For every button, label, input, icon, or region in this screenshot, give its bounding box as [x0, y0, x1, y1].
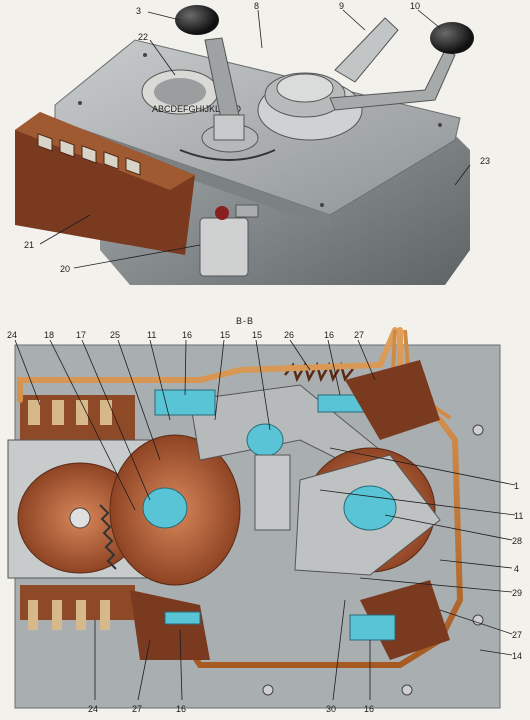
callout-21: 21 — [24, 240, 34, 250]
callout-24-b: 24 — [88, 704, 98, 714]
callout-10: 10 — [410, 1, 420, 11]
callout-8: 8 — [254, 1, 259, 11]
callout-3: 3 — [136, 6, 141, 16]
dial-22: ABCDEFGHIJKLMNO — [141, 69, 241, 115]
contact-block-16-bottom — [349, 614, 396, 641]
callout-14: 14 — [512, 651, 522, 661]
arm-10 — [329, 49, 456, 111]
callout-30: 30 — [326, 704, 336, 714]
hub-17-icon — [142, 487, 188, 529]
section-label: В-В — [236, 316, 254, 326]
callout-16-a: 16 — [182, 330, 192, 340]
callout-22: 22 — [138, 32, 148, 42]
callout-18: 18 — [44, 330, 54, 340]
callout-16-c: 16 — [176, 704, 186, 714]
section-view-mechanism: 24 18 17 25 11 16 15 15 26 16 27 1 11 — [7, 327, 523, 714]
callout-20: 20 — [60, 264, 70, 274]
handle-9 — [334, 17, 399, 83]
terminal-row-upper — [20, 395, 135, 440]
top-callouts: 3 8 9 10 22 23 21 20 — [24, 1, 490, 274]
callout-27-c: 27 — [132, 704, 142, 714]
callout-29: 29 — [512, 588, 522, 598]
spring-left — [99, 504, 117, 570]
callout-27-b: 27 — [512, 630, 522, 640]
callout-17: 17 — [76, 330, 86, 340]
screw-icon — [472, 424, 484, 436]
dial-marks: ABCDEFGHIJKLMNO — [152, 104, 241, 114]
terminal-block-21 — [15, 112, 195, 255]
callout-25: 25 — [110, 330, 120, 340]
callout-26: 26 — [284, 330, 294, 340]
bottom-callouts: 24 18 17 25 11 16 15 15 26 16 27 1 11 — [7, 330, 523, 714]
callout-15-b: 15 — [252, 330, 262, 340]
callout-11-a: 11 — [147, 330, 156, 340]
pivot-15-icon — [246, 423, 284, 457]
screw-icon — [472, 614, 484, 626]
callout-1: 1 — [514, 481, 519, 491]
contact-block-16-top — [154, 389, 216, 416]
lever-3 — [175, 5, 276, 161]
callout-23: 23 — [480, 156, 490, 166]
lever-3-knob-icon — [175, 5, 219, 35]
callout-9: 9 — [339, 1, 344, 11]
callout-11-b: 11 — [514, 511, 523, 521]
screw-icon — [262, 684, 274, 696]
top-view-controller: ABCDEFGHIJKLMNO — [15, 1, 490, 285]
hub-28-icon — [343, 485, 397, 531]
screw-icon — [401, 684, 413, 696]
terminal-row-lower — [20, 585, 210, 660]
contact-block-27-top — [345, 360, 440, 440]
callout-16-d: 16 — [364, 704, 374, 714]
limit-switch-20 — [199, 204, 259, 277]
callout-27-a: 27 — [354, 330, 364, 340]
callout-24-a: 24 — [7, 330, 17, 340]
callout-16-b: 16 — [324, 330, 334, 340]
rotary-switch-9-10 — [257, 17, 474, 141]
indicator-lamp-icon — [215, 206, 229, 220]
callout-4: 4 — [514, 564, 519, 574]
knob-10-icon — [430, 22, 474, 54]
callout-28: 28 — [512, 536, 522, 546]
callout-15-a: 15 — [220, 330, 230, 340]
